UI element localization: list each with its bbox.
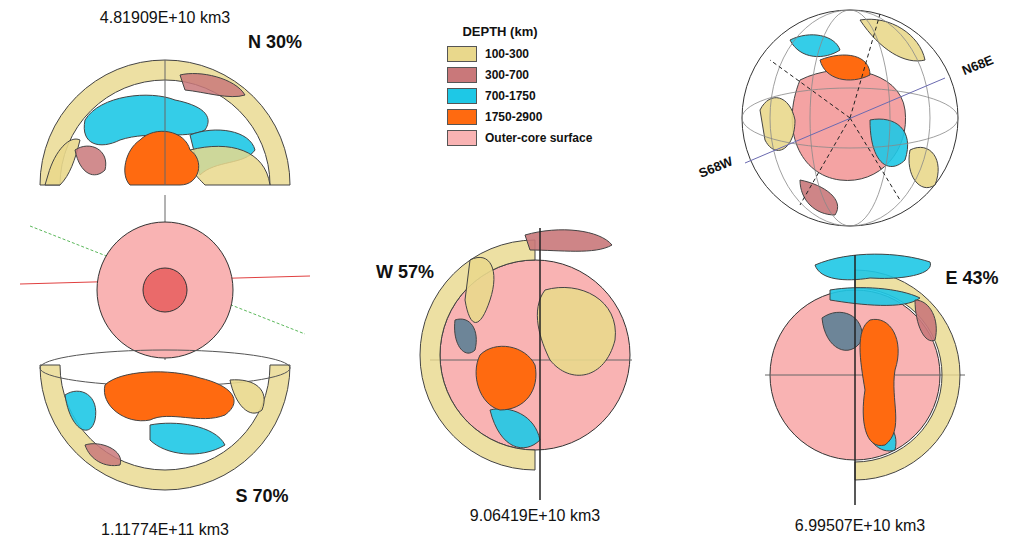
shallow-slab <box>230 380 264 413</box>
direction-label: S68W <box>697 154 735 181</box>
axis <box>539 228 541 500</box>
shell-band <box>40 60 290 185</box>
upper-mantle-slab <box>915 300 936 341</box>
mid-mantle-slab <box>790 35 840 57</box>
legend-swatch <box>447 109 477 125</box>
hidden-slab <box>822 312 862 350</box>
deep-slab <box>476 346 536 410</box>
shallow-slab <box>909 147 938 187</box>
shallow-slab <box>189 146 270 185</box>
shallow-slab <box>465 257 494 322</box>
shallow-slab <box>537 287 615 375</box>
south-hemisphere <box>40 350 290 490</box>
volume-value: 4.81909E+10 km3 <box>100 9 230 27</box>
inner-core <box>143 268 187 312</box>
west-view <box>420 228 632 500</box>
mid-mantle-slab <box>830 288 920 306</box>
legend-text: Outer-core surface <box>485 130 592 146</box>
deep-slab <box>104 372 234 421</box>
east-view <box>765 254 965 505</box>
dashed-ray <box>800 118 850 205</box>
hemisphere-share: S 70% <box>235 486 288 507</box>
globe-view <box>742 10 958 226</box>
dashed-ray <box>850 118 900 200</box>
deep-slab <box>860 319 898 445</box>
legend-swatch <box>447 88 477 104</box>
axis <box>854 255 856 505</box>
shallow-slab <box>45 139 80 185</box>
direction-label: N68E <box>960 53 996 79</box>
legend-swatch <box>447 46 477 62</box>
volume-value: 9.06419E+10 km3 <box>470 507 600 525</box>
mid-mantle-slab <box>815 254 930 280</box>
core-model <box>20 195 310 360</box>
legend-text: 100-300 <box>485 46 529 62</box>
legend-swatch <box>447 67 477 83</box>
globe-outline <box>742 10 958 226</box>
volume-value: 6.99507E+10 km3 <box>795 517 925 535</box>
axis <box>165 60 166 185</box>
dashed-ray <box>770 60 850 118</box>
mid-mantle-slab <box>490 409 540 448</box>
shallow-slab <box>760 98 795 151</box>
upper-mantle-slab <box>180 74 245 97</box>
hemisphere-share: N 30% <box>248 32 302 53</box>
dashed-ray <box>850 14 880 118</box>
hidden-slab <box>455 319 477 353</box>
legend-text: 700-1750 <box>485 88 536 104</box>
mid-mantle-slab <box>65 391 96 430</box>
hemisphere-share: W 57% <box>376 262 434 283</box>
volume-value: 1.11774E+11 km3 <box>101 521 229 539</box>
north-hemisphere <box>40 60 290 185</box>
upper-mantle-slab <box>75 146 106 175</box>
shell-band <box>40 365 290 490</box>
upper-mantle-slab <box>525 230 612 251</box>
outer-core <box>97 222 233 358</box>
section-axis <box>745 78 945 163</box>
legend-text: 300-700 <box>485 67 529 83</box>
hemisphere-share: E 43% <box>945 268 998 289</box>
legend-swatch <box>447 130 477 146</box>
mid-mantle-slab <box>150 423 225 454</box>
deep-slab <box>125 131 199 185</box>
legend-text: 1750-2900 <box>485 109 542 125</box>
legend-title: DEPTH (km) <box>462 25 537 40</box>
upper-mantle-slab <box>85 444 121 466</box>
